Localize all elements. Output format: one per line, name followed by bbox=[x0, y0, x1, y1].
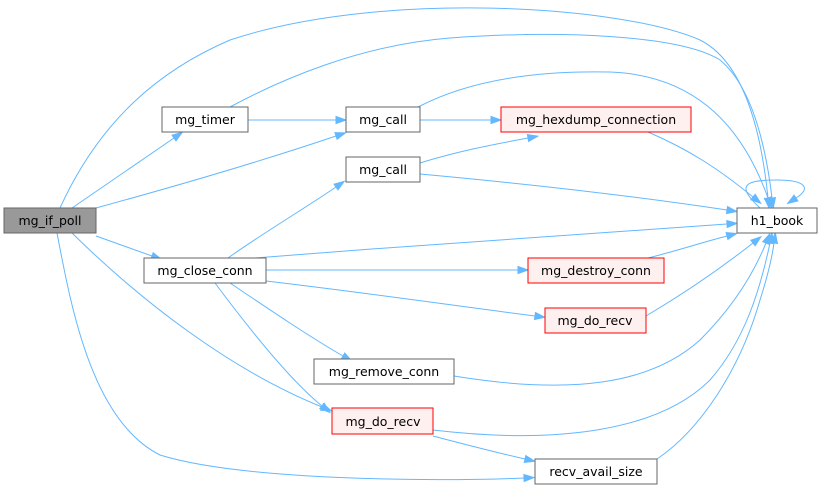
node-mg-close-conn[interactable]: mg_close_conn bbox=[143, 257, 267, 284]
node-label: mg_destroy_conn bbox=[541, 263, 651, 278]
arrowhead-icon bbox=[523, 454, 537, 463]
node-mg-if-poll[interactable]: mg_if_poll bbox=[3, 207, 97, 234]
edge-h1-book-to-h1-book bbox=[745, 179, 805, 209]
node-label: mg_do_recv bbox=[557, 313, 633, 328]
edge-mg-if-poll-to-mg-call-1 bbox=[95, 132, 347, 209]
edge-mg-close-conn-to-mg-do-recv-1 bbox=[265, 280, 547, 321]
edge-line bbox=[645, 242, 754, 317]
node-label: mg_call bbox=[359, 162, 407, 177]
node-mg-remove-conn[interactable]: mg_remove_conn bbox=[313, 358, 455, 385]
edge-mg-timer-to-mg-call-1 bbox=[248, 115, 348, 125]
arrowhead-icon bbox=[725, 232, 739, 241]
edge-line bbox=[254, 223, 728, 259]
edge-line bbox=[453, 242, 767, 386]
edge-mg-close-conn-to-mg-destroy-conn bbox=[266, 265, 530, 275]
node-label: mg_timer bbox=[175, 112, 236, 127]
edge-line bbox=[95, 135, 337, 209]
edge-line bbox=[647, 131, 754, 198]
node-label: mg_close_conn bbox=[157, 263, 252, 278]
edge-line bbox=[432, 242, 771, 437]
edge-line bbox=[745, 179, 805, 209]
arrowhead-icon bbox=[726, 219, 739, 229]
edge-mg-close-conn-to-mg-remove-conn bbox=[229, 282, 353, 362]
edge-line bbox=[71, 137, 175, 209]
edge-line bbox=[432, 435, 526, 460]
arrowhead-icon bbox=[334, 132, 347, 141]
arrowhead-icon bbox=[318, 402, 331, 414]
node-label: recv_avail_size bbox=[549, 464, 643, 479]
node-h1-book[interactable]: h1_book bbox=[736, 207, 818, 234]
edge-mg-close-conn-to-mg-do-recv-2 bbox=[214, 282, 331, 414]
node-mg-call[interactable]: mg_call bbox=[345, 106, 421, 133]
arrowhead-icon bbox=[333, 180, 346, 191]
edge-mg-close-conn-to-mg-call-2 bbox=[227, 180, 346, 259]
edge-mg-if-poll-to-recv-avail-size bbox=[56, 232, 536, 483]
arrowhead-icon bbox=[335, 115, 348, 125]
edge-mg-do-recv-2-to-recv-avail-size bbox=[432, 435, 537, 463]
node-recv-avail-size[interactable]: recv_avail_size bbox=[534, 458, 658, 485]
arrowhead-icon bbox=[750, 235, 763, 247]
edge-line bbox=[227, 186, 337, 259]
node-label: mg_do_recv bbox=[345, 414, 421, 429]
node-mg-hexdump-connection[interactable]: mg_hexdump_connection bbox=[500, 106, 692, 133]
edge-mg-call-1-to-h1-book bbox=[417, 71, 772, 209]
edge-mg-if-poll-to-mg-close-conn bbox=[95, 235, 163, 260]
arrowhead-icon bbox=[171, 131, 184, 142]
arrowhead-icon bbox=[763, 196, 772, 209]
node-mg-do-recv[interactable]: mg_do_recv bbox=[544, 307, 647, 334]
nodes-layer: mg_if_poll mg_timer mg_call mg_call mg_h… bbox=[3, 106, 818, 485]
edge-mg-if-poll-to-mg-timer bbox=[71, 131, 184, 209]
edge-line bbox=[265, 280, 536, 317]
edge-mg-call-1-to-mg-hexdump-connection bbox=[420, 115, 503, 125]
node-mg-destroy-conn[interactable]: mg_destroy_conn bbox=[527, 257, 665, 284]
arrowhead-icon bbox=[769, 231, 779, 245]
edge-mg-destroy-conn-to-h1-book bbox=[647, 232, 739, 259]
node-label: mg_call bbox=[359, 112, 407, 127]
node-label: mg_hexdump_connection bbox=[516, 112, 676, 127]
edge-mg-close-conn-to-h1-book bbox=[254, 219, 739, 259]
edge-line bbox=[95, 235, 153, 257]
arrowhead-icon bbox=[533, 311, 547, 321]
node-mg-call[interactable]: mg_call bbox=[345, 156, 421, 183]
edge-line bbox=[229, 33, 773, 199]
edge-mg-call-2-to-mg-hexdump-connection bbox=[419, 133, 540, 164]
arrowhead-icon bbox=[786, 194, 799, 205]
arrowhead-icon bbox=[523, 473, 536, 483]
node-label: h1_book bbox=[751, 213, 804, 228]
edge-line bbox=[647, 235, 728, 259]
edge-line bbox=[59, 7, 769, 209]
node-mg-timer[interactable]: mg_timer bbox=[161, 106, 249, 133]
edge-line bbox=[56, 232, 525, 481]
edge-mg-do-recv-1-to-h1-book bbox=[645, 235, 763, 317]
arrowhead-icon bbox=[517, 265, 530, 275]
edge-line bbox=[214, 282, 323, 407]
edge-mg-call-2-to-h1-book bbox=[419, 173, 739, 215]
arrowhead-icon bbox=[749, 193, 762, 205]
edge-line bbox=[229, 282, 344, 357]
arrowhead-icon bbox=[526, 133, 540, 143]
edge-line bbox=[417, 71, 769, 199]
edge-mg-hexdump-connection-to-h1-book bbox=[647, 131, 762, 205]
node-label: mg_remove_conn bbox=[329, 364, 439, 379]
edge-line bbox=[419, 173, 728, 211]
node-label: mg_if_poll bbox=[18, 213, 81, 228]
arrowhead-icon bbox=[725, 205, 739, 215]
edge-line bbox=[71, 232, 323, 408]
edge-line bbox=[419, 137, 529, 164]
edges-layer bbox=[56, 7, 805, 483]
edge-line bbox=[656, 242, 775, 460]
edge-recv-avail-size-to-h1-book bbox=[656, 231, 779, 460]
node-mg-do-recv[interactable]: mg_do_recv bbox=[331, 407, 434, 435]
arrowhead-icon bbox=[490, 115, 503, 125]
